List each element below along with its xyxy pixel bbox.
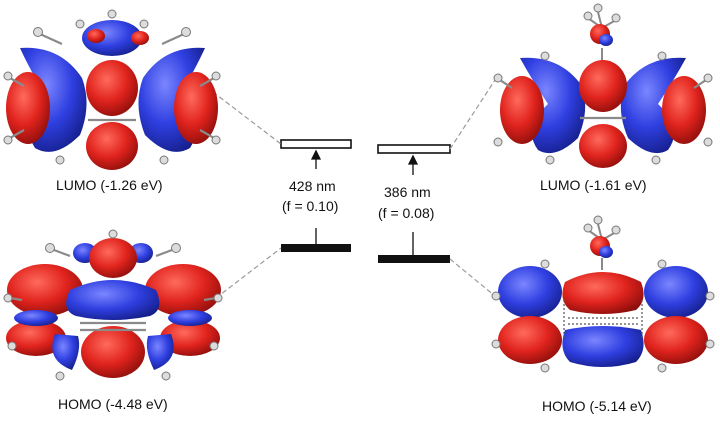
connectors — [212, 79, 496, 299]
left-homo-label: HOMO (-4.48 eV) — [58, 396, 168, 412]
right-homo-level — [378, 255, 450, 263]
right-lumo-orbital — [493, 3, 713, 168]
left-transition-wavelength: 428 nm — [289, 178, 336, 194]
right-lumo-label: LUMO (-1.61 eV) — [540, 177, 647, 193]
left-lumo-level — [280, 139, 352, 149]
transition-arrows — [310, 149, 419, 255]
right-transition-wavelength: 386 nm — [384, 184, 431, 200]
right-transition-strength: (f = 0.08) — [378, 205, 435, 221]
right-lumo-level — [377, 144, 451, 154]
left-lumo-orbital — [3, 9, 221, 170]
left-transition-strength: (f = 0.10) — [282, 198, 339, 214]
right-homo-label: HOMO (-5.14 eV) — [542, 398, 652, 414]
right-homo-orbital — [491, 215, 715, 373]
left-homo-level — [281, 244, 351, 252]
left-homo-orbital — [3, 229, 223, 381]
left-lumo-label: LUMO (-1.26 eV) — [56, 177, 163, 193]
